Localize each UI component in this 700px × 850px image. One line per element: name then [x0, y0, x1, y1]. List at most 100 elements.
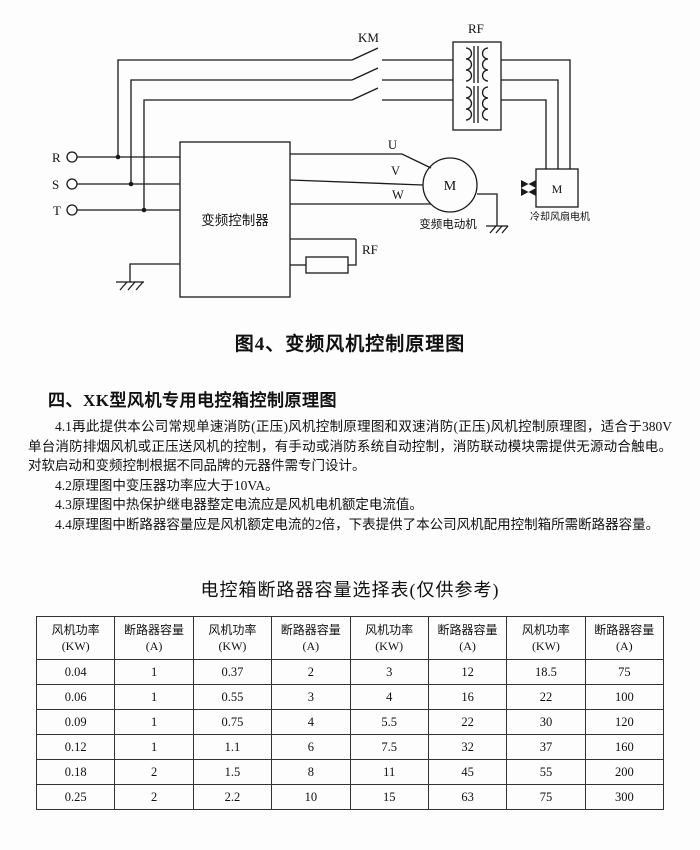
table-cell: 15: [349, 784, 429, 810]
label-controller: 变频控制器: [201, 213, 269, 228]
table-cell: 0.12: [35, 734, 116, 760]
table-cell: 55: [506, 759, 586, 785]
table-title: 电控箱断路器容量选择表(仅供参考): [200, 580, 500, 600]
km-contactor: [351, 47, 453, 101]
table-cell: 0.18: [35, 759, 116, 785]
table-header-cell: 断路器容量(A): [114, 616, 194, 660]
table-cell: 200: [584, 759, 665, 785]
table-cell: 22: [506, 684, 586, 710]
label-km: KM: [358, 30, 379, 45]
table-cell: 160: [584, 734, 665, 760]
table-cell: 30: [506, 709, 586, 735]
table-cell: 0.06: [35, 684, 116, 710]
breaker-table: 风机功率(KW)断路器容量(A)风机功率(KW)断路器容量(A)风机功率(KW)…: [35, 616, 665, 810]
table-cell: 2: [114, 759, 194, 785]
label-out-v: V: [391, 164, 400, 178]
table-cell: 1.5: [192, 759, 273, 785]
rf-resistor: [290, 238, 357, 274]
table-cell: 4: [349, 684, 429, 710]
table-header-row: 风机功率(KW)断路器容量(A)风机功率(KW)断路器容量(A)风机功率(KW)…: [35, 616, 665, 660]
table-cell: 16: [427, 684, 508, 710]
label-motor-caption: 变频电动机: [419, 217, 477, 231]
motor: [422, 157, 478, 213]
table-cell: 3: [349, 659, 429, 685]
rf-transformer: [452, 41, 502, 131]
circuit-diagram: R S T KM RF RF U V W 变频控制器 M 变频电动机 M 冷却风…: [52, 21, 590, 298]
table-cell: 11: [349, 759, 429, 785]
table-cell: 2: [114, 784, 194, 810]
figure-caption: 图4、变频风机控制原理图: [234, 334, 466, 355]
table-cell: 2: [271, 659, 351, 685]
table-cell: 7.5: [349, 734, 429, 760]
table-cell: 75: [506, 784, 586, 810]
table-cell: 45: [427, 759, 508, 785]
table-cell: 18.5: [506, 659, 586, 685]
table-cell: 120: [584, 709, 665, 735]
motor-ground: [477, 193, 509, 234]
table-cell: 1: [114, 684, 194, 710]
paragraph-4-2: 4.2原理图中变压器功率应大于10VA。: [55, 477, 279, 493]
table-header-cell: 断路器容量(A): [271, 616, 351, 660]
table-cell: 1: [114, 709, 194, 735]
table-header-cell: 风机功率(KW): [192, 616, 273, 660]
label-motor-m: M: [444, 179, 457, 194]
table-cell: 0.75: [192, 709, 273, 735]
table-cell: 5.5: [349, 709, 429, 735]
table-cell: 0.09: [35, 709, 116, 735]
table-cell: 0.37: [192, 659, 273, 685]
label-fan-caption: 冷却风扇电机: [530, 210, 590, 223]
table-cell: 10: [271, 784, 351, 810]
table-header-cell: 断路器容量(A): [584, 616, 665, 660]
table-header-cell: 断路器容量(A): [427, 616, 508, 660]
label-out-u: U: [388, 138, 397, 152]
table-cell: 12: [427, 659, 508, 685]
label-phase-t: T: [53, 203, 61, 218]
input-ground: [116, 263, 180, 291]
table-cell: 100: [584, 684, 665, 710]
table-cell: 1: [114, 734, 194, 760]
table-cell: 75: [584, 659, 665, 685]
table-cell: 32: [427, 734, 508, 760]
table-cell: 1: [114, 659, 194, 685]
phase-input-lines: [66, 59, 352, 216]
table-cell: 4: [271, 709, 351, 735]
table-cell: 8: [271, 759, 351, 785]
table-cell: 3: [271, 684, 351, 710]
paragraph-4-1: 4.1再此提供本公司常规单速消防(正压)风机控制原理图和双速消防(正压)风机控制…: [28, 419, 672, 473]
label-phase-r: R: [52, 150, 61, 165]
table-cell: 37: [506, 734, 586, 760]
table-cell: 6: [271, 734, 351, 760]
table-cell: 0.04: [35, 659, 116, 685]
label-fan-m: M: [552, 182, 563, 196]
table-header-cell: 风机功率(KW): [349, 616, 429, 660]
table-cell: 300: [584, 784, 665, 810]
fan-blade-icon: [521, 180, 536, 196]
paragraph-4-3: 4.3原理图中热保护继电器整定电流应是风机电机额定电流值。: [55, 497, 423, 512]
controller-box: [179, 141, 291, 298]
label-rf-transformer: RF: [468, 21, 484, 36]
table-cell: 1.1: [192, 734, 273, 760]
cooling-fan-motor: [521, 168, 579, 208]
output-lines: [289, 153, 432, 205]
table-cell: 0.55: [192, 684, 273, 710]
paragraph-4-4: 4.4原理图中断路器容量应是风机额定电流的2倍，下表提供了本公司风机配用控制箱所…: [55, 516, 660, 532]
breaker-table-head: 风机功率(KW)断路器容量(A)风机功率(KW)断路器容量(A)风机功率(KW)…: [35, 616, 665, 660]
table-cell: 22: [427, 709, 508, 735]
label-phase-s: S: [52, 177, 59, 192]
section-heading: 四、XK型风机专用电控箱控制原理图: [48, 391, 337, 410]
table-cell: 0.25: [35, 784, 116, 810]
label-rf-resistor: RF: [362, 242, 378, 257]
table-cell: 2.2: [192, 784, 273, 810]
fan-feed-lines: [501, 59, 571, 169]
table-cell: 63: [427, 784, 508, 810]
table-header-cell: 风机功率(KW): [506, 616, 586, 660]
label-out-w: W: [392, 188, 404, 202]
table-header-cell: 风机功率(KW): [35, 616, 116, 660]
